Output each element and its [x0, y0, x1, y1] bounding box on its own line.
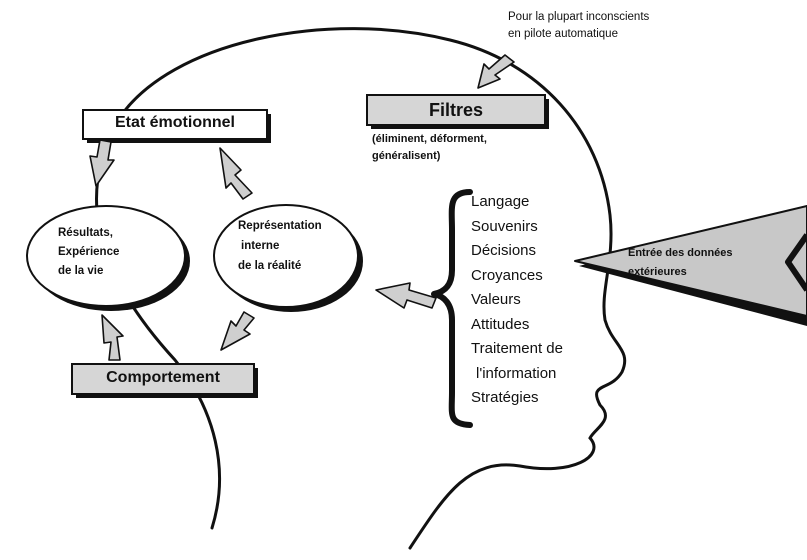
arrow-representation-to-etat: [219, 147, 253, 200]
arrow-etat-to-resultats: [89, 139, 115, 187]
input-data-arrow: [574, 205, 807, 326]
top-note-line2: en pilote automatique: [508, 28, 618, 40]
filter-item: Traitement de: [471, 340, 563, 357]
top-note: Pour la plupart inconscients en pilote a…: [508, 9, 649, 43]
etat-emotionnel-box: [82, 109, 271, 143]
representation-label: Représentation interne de la réalité: [238, 216, 322, 276]
filters-brace: [431, 189, 473, 428]
comportement-box: [71, 363, 258, 398]
filter-item: Langage: [471, 193, 530, 210]
filter-items-list: Langage Souvenirs Décisions Croyances Va…: [471, 190, 563, 411]
filtres-title: Filtres: [428, 100, 484, 120]
input-arrow-line1: Entrée des données: [628, 247, 733, 259]
filtres-subtitle-line2: généralisent): [372, 150, 441, 162]
arrow-filters-to-representation: [375, 282, 437, 309]
filter-item: Souvenirs: [471, 217, 538, 235]
etat-emotionnel-label: Etat émotionnel: [114, 114, 235, 131]
arrow-comportement-to-resultats: [101, 314, 124, 361]
resultats-line1: Résultats,: [58, 227, 113, 239]
resultats-label: Résultats, Expérience de la vie: [58, 224, 119, 281]
filter-item: Attitudes: [471, 315, 530, 333]
filter-item: Décisions: [471, 242, 537, 259]
resultats-line3: de la vie: [58, 265, 104, 277]
resultats-line2: Expérience: [58, 246, 120, 258]
filter-item: Valeurs: [471, 291, 521, 308]
input-arrow-line2: extérieures: [628, 266, 687, 278]
filtres-box: [366, 94, 549, 129]
top-note-line1: Pour la plupart inconscients: [508, 11, 650, 23]
arrow-top-note-to-filtres: [477, 54, 515, 89]
filter-item: Stratégies: [471, 389, 539, 406]
filtres-subtitle-line1: (éliminent, déforment,: [372, 133, 487, 145]
resultats-ellipse: [26, 205, 190, 311]
representation-ellipse: [213, 204, 363, 312]
representation-line3: de la réalité: [238, 260, 302, 272]
input-arrow-label: Entrée des données extérieures: [628, 244, 733, 282]
representation-line2: interne: [241, 240, 280, 252]
arrow-representation-to-comportement: [220, 311, 255, 351]
comportement-label: Comportement: [106, 369, 220, 386]
filter-item: Croyances: [471, 266, 543, 284]
filtres-subtitle: (éliminent, déforment, généralisent): [372, 131, 487, 165]
filter-item: l'information: [476, 364, 557, 382]
representation-line1: Représentation: [238, 220, 322, 232]
